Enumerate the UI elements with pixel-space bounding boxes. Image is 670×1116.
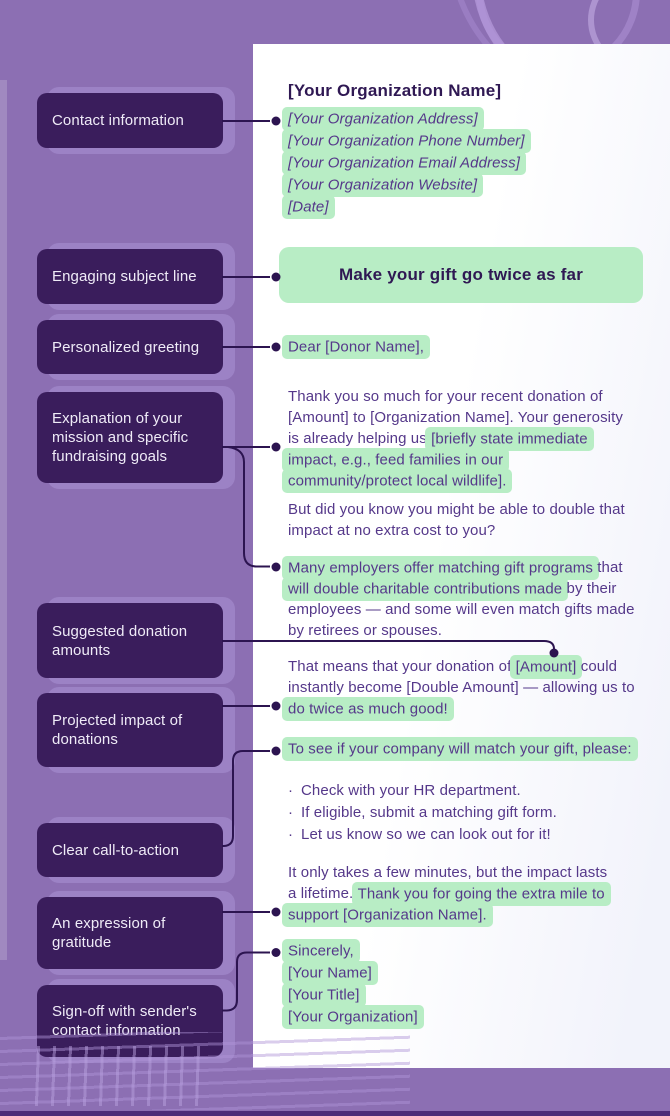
highlighted-text: Many employers offer matching gift progr…	[282, 555, 599, 580]
letter-bullet-list: · Check with your HR department. · If eligi…	[288, 780, 557, 846]
bottom-brush-texture	[0, 1032, 410, 1110]
letter-text: That means that your donation of	[288, 658, 516, 675]
letter-text: Thank you so much for your recent donati…	[288, 388, 603, 405]
highlighted-text: impact, e.g., feed families in our	[282, 447, 510, 472]
letter-text: instantly become [Double Amount] — allow…	[288, 679, 635, 696]
label-text: Explanation of your mission and specific…	[52, 410, 189, 465]
highlighted-text: [Your Organization Address]	[282, 106, 484, 131]
highlighted-text: Dear [Donor Name],	[282, 334, 431, 359]
bottom-brush-texture	[30, 1046, 210, 1106]
letter-cta-line: To see if your company will match your g…	[282, 736, 638, 761]
letter-text: by their	[562, 580, 617, 597]
highlighted-text: [Amount]	[509, 654, 583, 679]
letter-contact-block: [Your Organization Address][Your Organiz…	[282, 106, 531, 219]
label-expression-of-gratitude: An expression of gratitude	[37, 891, 235, 975]
letter-text: ·	[288, 826, 294, 843]
highlighted-text: [Date]	[282, 194, 335, 219]
label-mission-explanation: Explanation of your mission and specific…	[37, 386, 235, 489]
letter-text: is already helping us	[288, 430, 432, 447]
label-text: Personalized greeting	[52, 338, 200, 356]
letter-text: a lifetime.	[288, 885, 358, 902]
letter-text: If eligible, submit a matching gift form…	[301, 804, 557, 821]
letter-text: ·	[288, 804, 294, 821]
letter-heading: [Your Organization Name]	[288, 81, 502, 100]
highlighted-text: support [Organization Name].	[282, 902, 493, 927]
highlighted-text: [briefly state immediate	[425, 426, 594, 451]
highlighted-text: do twice as much good!	[282, 696, 454, 721]
label-projected-impact: Projected impact of donations	[37, 687, 235, 773]
letter-text: Let us know so we can look out for it!	[301, 826, 551, 843]
letter-text: [Amount] to [Organization Name]. Your ge…	[288, 409, 623, 426]
letter-text: ·	[288, 782, 294, 799]
highlighted-text: Thank you for going the extra mile to	[351, 881, 611, 906]
subject-text: Make your gift go twice as far	[338, 265, 584, 284]
label-text: Suggested donation amounts	[52, 622, 188, 659]
highlighted-text: [Your Organization]	[282, 1004, 424, 1029]
highlighted-text: To see if your company will match your g…	[282, 736, 638, 761]
label-signoff-contact: Sign-off with sender's contact informati…	[37, 979, 235, 1063]
highlighted-text: will double charitable contributions mad…	[282, 576, 569, 601]
label-suggested-donation-amounts: Suggested donation amounts	[37, 597, 235, 684]
left-edge-brush-texture	[0, 80, 7, 960]
bottom-dark-bar	[0, 1111, 670, 1116]
label-text: Sign-off with sender's contact informati…	[52, 1003, 197, 1039]
label-text: Clear call-to-action	[52, 841, 180, 859]
letter-signoff-block: Sincerely,[Your Name][Your Title][Your O…	[282, 938, 424, 1029]
label-text: Contact information	[52, 112, 184, 129]
label-contact-information: Contact information	[37, 87, 235, 154]
letter-text: employees — and some will even match gif…	[288, 601, 635, 618]
highlighted-text: [Your Name]	[282, 960, 378, 985]
letter-subject-line: Make your gift go twice as far	[279, 247, 643, 303]
letter-paragraph-double: But did you know you might be able to do…	[288, 499, 625, 541]
label-personalized-greeting: Personalized greeting	[37, 314, 235, 380]
letter-text: But did you know you might be able to do…	[288, 501, 625, 518]
letter-page: [Your Organization Name] [Your Organizat…	[253, 44, 670, 1068]
letter-text: Check with your HR department.	[301, 782, 521, 799]
label-text: Projected impact of donations	[52, 712, 183, 748]
highlighted-text: [Your Organization Phone Number]	[282, 128, 531, 153]
letter-text: could	[576, 658, 618, 675]
label-text: Engaging subject line	[52, 268, 197, 285]
letter-greeting: Dear [Donor Name],	[282, 334, 431, 359]
letter-text: that	[592, 559, 623, 576]
letter-text: by retirees or spouses.	[288, 622, 443, 639]
top-purple-band	[0, 0, 670, 44]
swirl-brush-texture	[588, 0, 670, 44]
label-text: An expression of gratitude	[52, 915, 166, 951]
highlighted-text: [Your Organization Email Address]	[282, 150, 527, 175]
letter-paragraph-matching: Many employers offer matching gift progr…	[282, 555, 635, 641]
label-engaging-subject-line: Engaging subject line	[37, 243, 235, 310]
highlighted-text: Sincerely,	[282, 938, 360, 963]
letter-paragraph-gratitude: It only takes a few minutes, but the imp…	[282, 862, 611, 927]
highlighted-text: community/protect local wildlife].	[282, 468, 513, 493]
letter-text: It only takes a few minutes, but the imp…	[288, 864, 608, 881]
highlighted-text: [Your Organization Website]	[282, 172, 484, 197]
letter-paragraph-amount: That means that your donation of [Amount…	[282, 654, 635, 721]
letter-paragraph-thanks: Thank you so much for your recent donati…	[282, 386, 623, 493]
highlighted-text: [Your Title]	[282, 982, 366, 1007]
letter-text: impact at no extra cost to you?	[288, 522, 496, 539]
label-clear-call-to-action: Clear call-to-action	[37, 817, 235, 883]
